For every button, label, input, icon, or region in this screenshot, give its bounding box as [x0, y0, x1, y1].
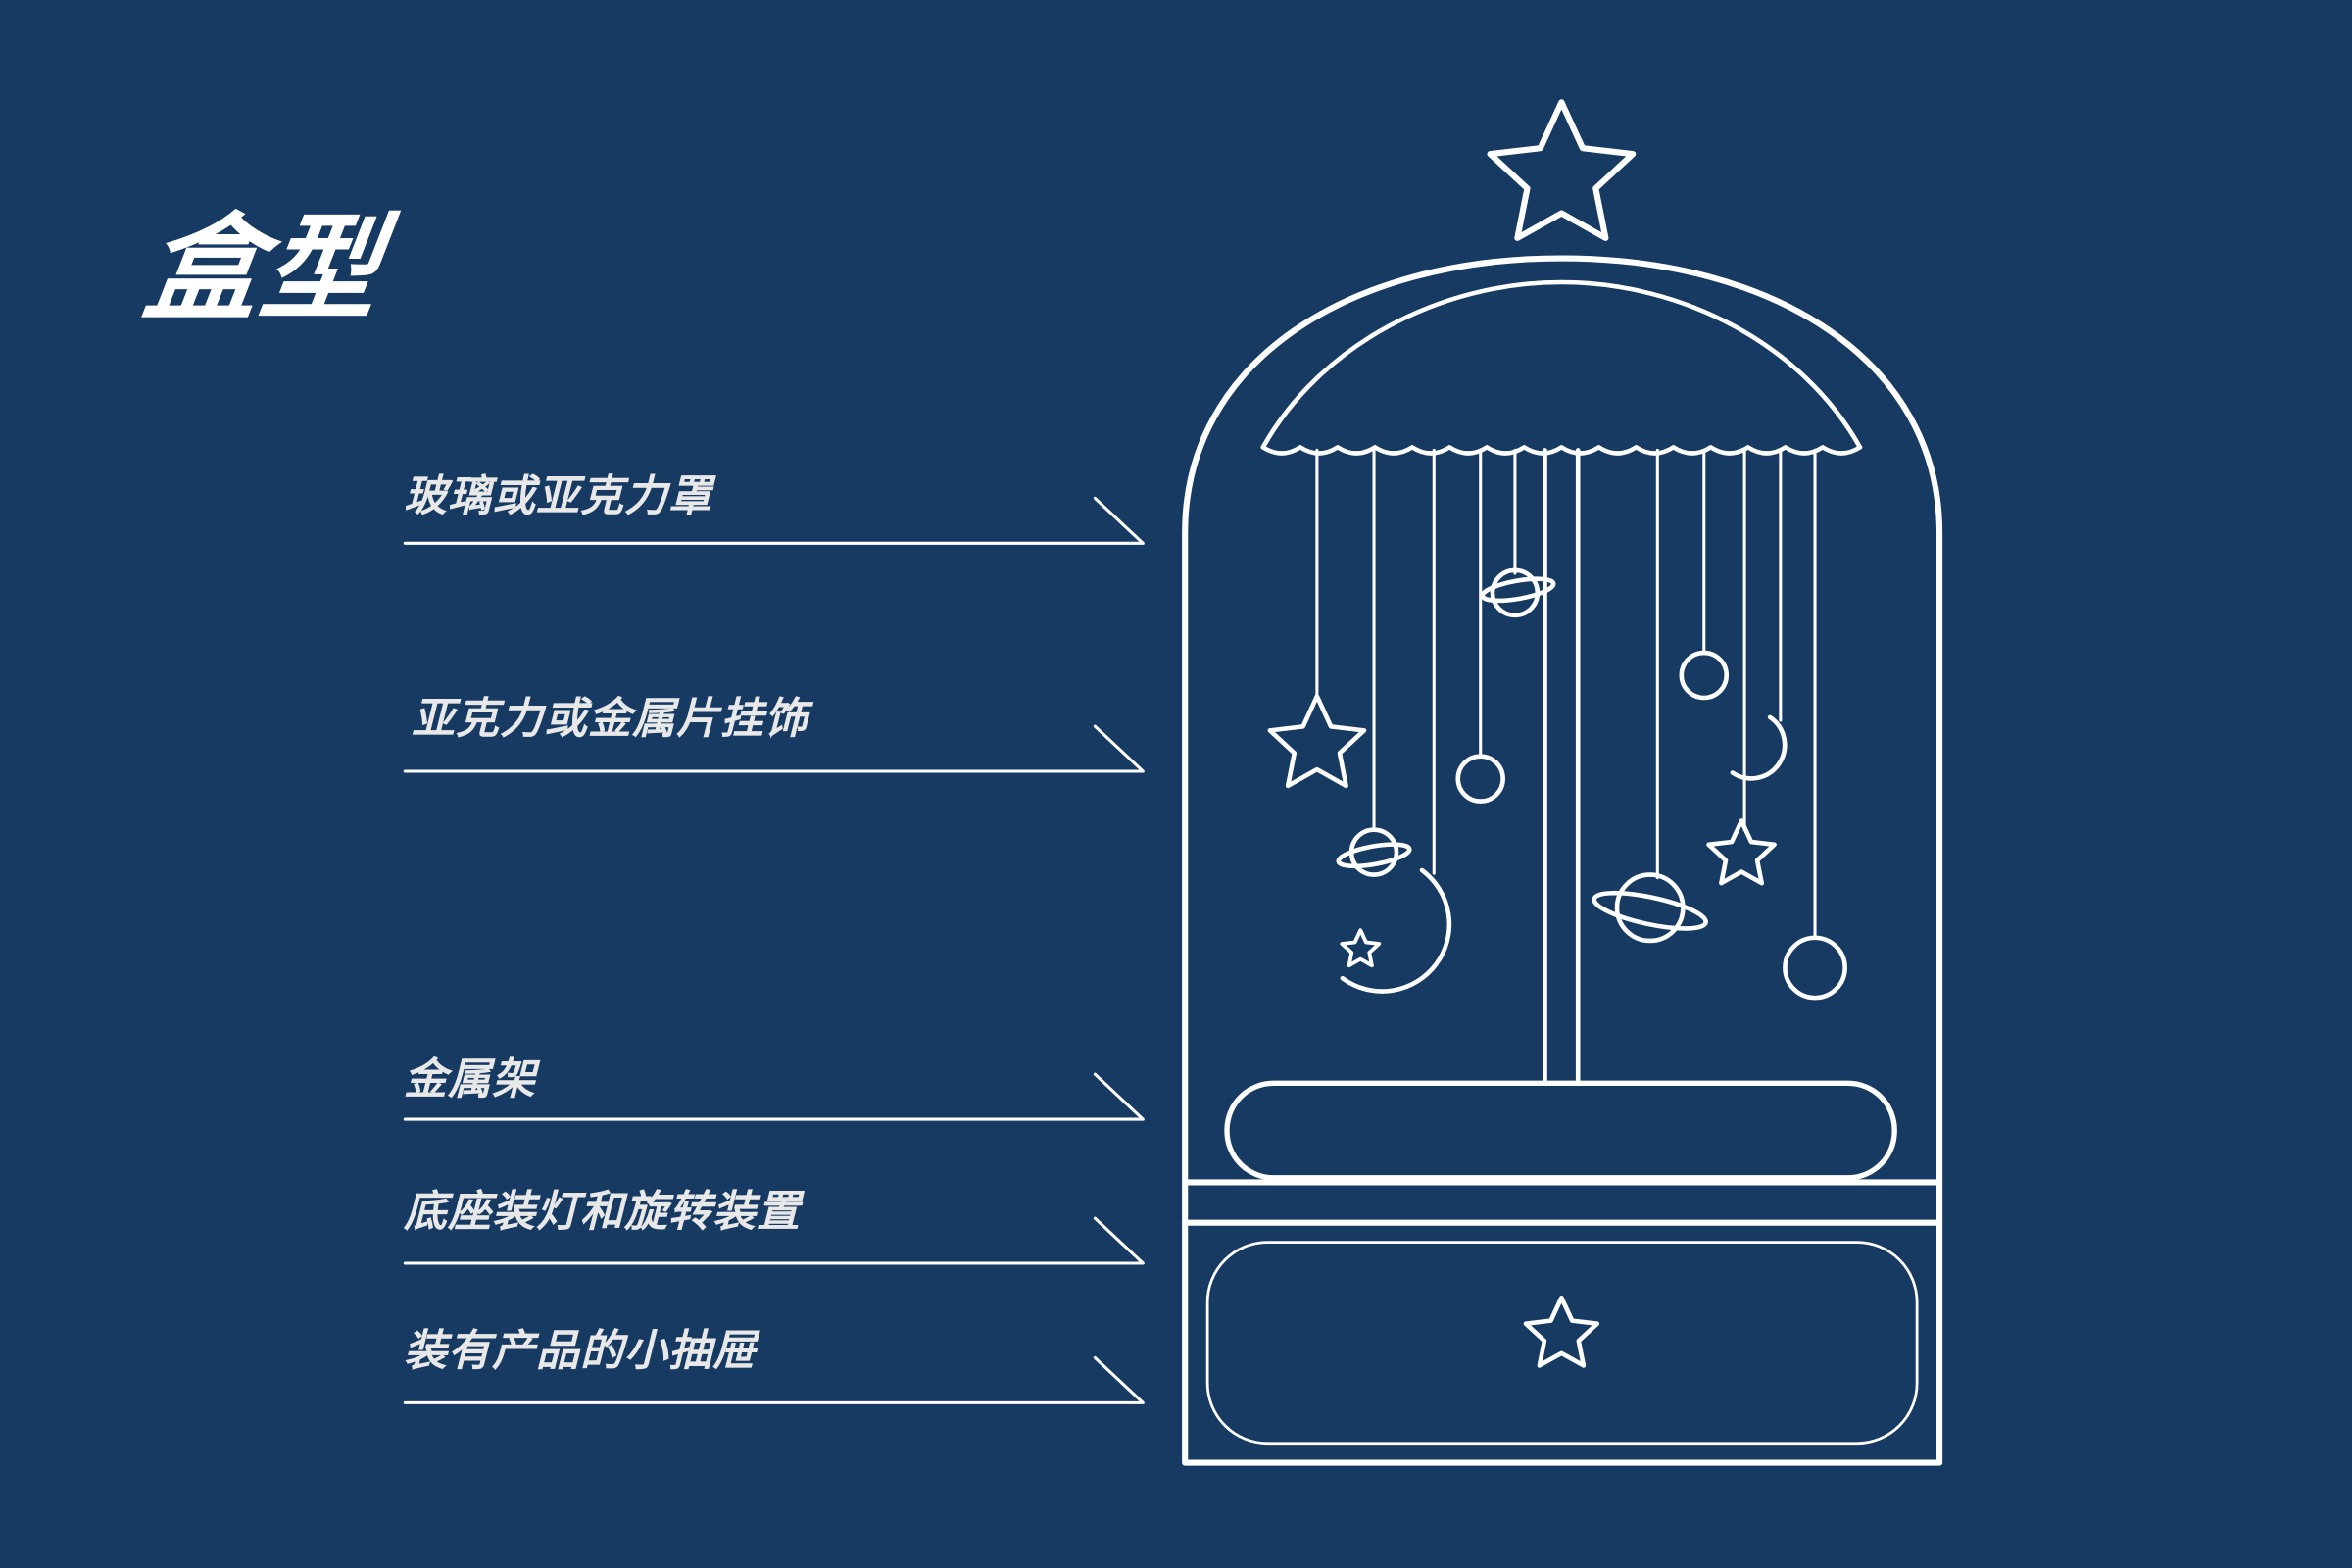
moon-ornament — [1340, 867, 1452, 994]
planet-ornament — [1592, 872, 1708, 944]
rotating-base — [1224, 1080, 1897, 1181]
ball-ornament — [1455, 754, 1505, 804]
label-base-light-rotation: 底座装灯和旋转装置 — [404, 1187, 801, 1237]
star-icon — [1523, 1295, 1600, 1368]
leader-line-ornaments — [403, 724, 1145, 773]
leader-line-drawer — [403, 1355, 1145, 1404]
star-icon — [1706, 818, 1777, 886]
leader-line-base — [403, 1216, 1145, 1265]
star-icon — [1267, 694, 1367, 789]
planet-ornament — [1336, 827, 1412, 877]
planet-ornament — [1480, 567, 1556, 618]
canopy-scallop — [1260, 445, 1863, 456]
moon-ornament — [1730, 714, 1788, 781]
ball-ornament — [1783, 935, 1847, 1001]
inner-canopy — [1260, 279, 1863, 450]
ball-ornament — [1679, 650, 1730, 701]
glass-dome-outline — [1182, 255, 1943, 1466]
star-icon — [1487, 99, 1637, 241]
leader-lines — [403, 496, 1145, 1404]
leader-line-frame — [403, 1072, 1145, 1121]
label-hanging-ornaments: 亚克力或金属片挂饰 — [412, 694, 808, 744]
drawer-face — [1205, 1241, 1919, 1446]
label-metal-frame: 金属架 — [404, 1054, 536, 1104]
label-glass-cover: 玻璃或亚克力罩 — [404, 471, 712, 521]
star-icon — [1340, 928, 1382, 968]
label-product-drawer: 装有产品的小抽屉 — [404, 1326, 757, 1376]
leader-line-cover — [403, 496, 1145, 545]
hanging-strings — [1315, 448, 1817, 940]
stars — [1267, 99, 1777, 1368]
